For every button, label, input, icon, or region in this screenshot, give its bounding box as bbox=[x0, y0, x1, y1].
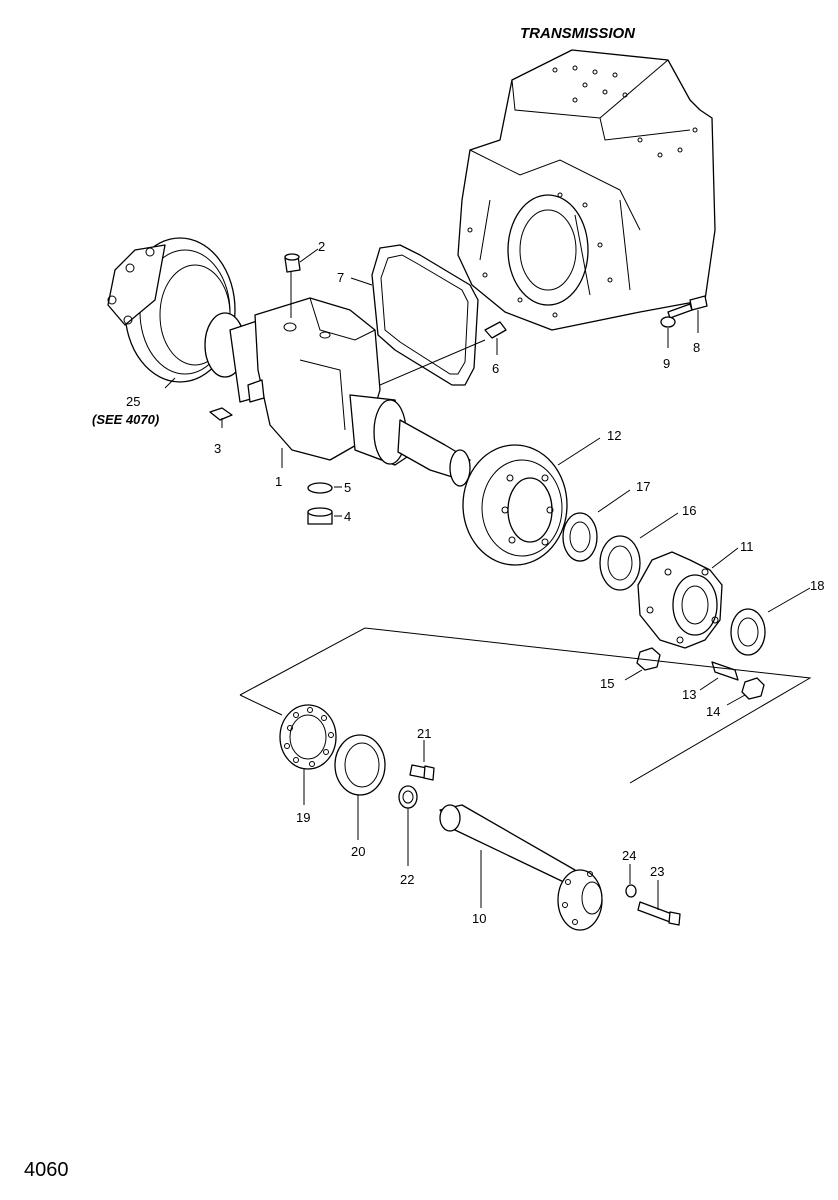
callout-14: 14 bbox=[706, 704, 720, 719]
callout-12: 12 bbox=[607, 428, 621, 443]
seal-part-17 bbox=[562, 512, 598, 562]
callout-17: 17 bbox=[636, 479, 650, 494]
transmission-housing bbox=[457, 49, 716, 331]
callout-8: 8 bbox=[693, 340, 700, 355]
callout-1: 1 bbox=[275, 474, 282, 489]
callout-9: 9 bbox=[663, 356, 670, 371]
bolt-part-3 bbox=[209, 407, 233, 421]
plug-part-2 bbox=[284, 253, 301, 273]
bearing-part-16 bbox=[599, 535, 641, 591]
transmission-bolt-holes bbox=[467, 65, 698, 318]
brake-drum-part-12 bbox=[462, 444, 568, 566]
nut-part-14 bbox=[741, 677, 765, 700]
see-reference-note: (SEE 4070) bbox=[92, 412, 159, 427]
callout-20: 20 bbox=[351, 844, 365, 859]
page-number: 4060 bbox=[24, 1159, 69, 1181]
bolt-part-21 bbox=[409, 764, 435, 781]
callout-2: 2 bbox=[318, 239, 325, 254]
callout-23: 23 bbox=[650, 864, 664, 879]
washer-part-24 bbox=[625, 884, 637, 898]
callout-15: 15 bbox=[600, 676, 614, 691]
bearing-part-18 bbox=[730, 608, 766, 656]
gasket-part-7 bbox=[371, 244, 479, 386]
callout-18: 18 bbox=[810, 578, 824, 593]
hub-part-11 bbox=[637, 551, 723, 649]
washer-part-9 bbox=[660, 316, 676, 328]
callout-10: 10 bbox=[472, 911, 486, 926]
callout-16: 16 bbox=[682, 503, 696, 518]
gasket-part-19 bbox=[279, 704, 337, 770]
axle-shaft-part-10 bbox=[439, 804, 603, 931]
seal-part-20 bbox=[334, 734, 386, 796]
callout-7: 7 bbox=[337, 270, 344, 285]
leader-lines bbox=[164, 248, 811, 910]
callout-21: 21 bbox=[417, 726, 431, 741]
callout-11: 11 bbox=[740, 539, 754, 554]
callout-24: 24 bbox=[622, 848, 636, 863]
o-ring-part-5 bbox=[307, 482, 333, 494]
callout-3: 3 bbox=[214, 441, 221, 456]
callout-13: 13 bbox=[682, 687, 696, 702]
bolt-part-23 bbox=[637, 901, 681, 926]
callout-4: 4 bbox=[344, 509, 351, 524]
assembly-bracket-lines bbox=[239, 339, 812, 784]
callout-25: 25 bbox=[126, 394, 140, 409]
callout-5: 5 bbox=[344, 480, 351, 495]
stud-part-13 bbox=[711, 661, 739, 681]
transmission-label: TRANSMISSION bbox=[520, 25, 636, 42]
bolt-part-8 bbox=[667, 295, 708, 319]
axle-housing-part-1 bbox=[229, 297, 471, 487]
callout-labels: 1 2 3 4 5 6 7 8 9 10 11 12 13 14 15 16 1… bbox=[126, 239, 824, 926]
washer-part-22 bbox=[398, 785, 418, 809]
callout-22: 22 bbox=[400, 872, 414, 887]
dowel-part-6 bbox=[484, 321, 507, 339]
nut-part-15 bbox=[636, 647, 661, 671]
plug-part-4 bbox=[307, 507, 333, 525]
callout-6: 6 bbox=[492, 361, 499, 376]
brake-assembly-part-25 bbox=[107, 237, 246, 383]
callout-19: 19 bbox=[296, 810, 310, 825]
